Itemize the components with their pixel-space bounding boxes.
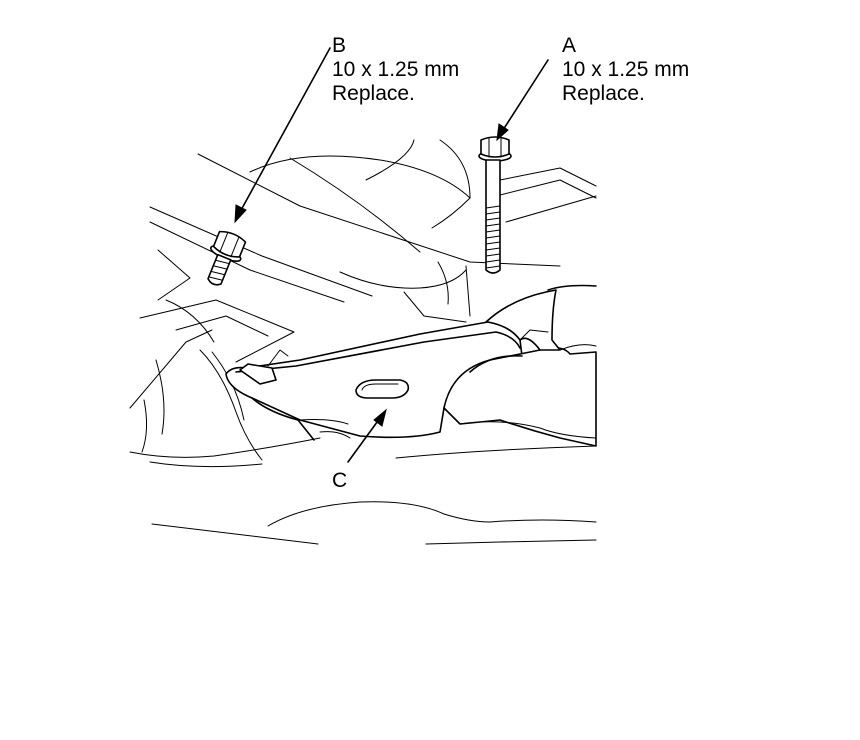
callout-a-note: Replace. [562,82,645,105]
mount-bracket-icon [225,284,597,447]
leader-lines [234,47,549,463]
callout-b-letter: B [332,34,347,57]
callout-c-letter: C [332,469,348,492]
background-structure [129,139,597,545]
callout-b-label: B 10 x 1.25 mm Replace. [332,34,459,106]
callout-a-label: A 10 x 1.25 mm Replace. [562,34,689,106]
flange-bolt-short-icon [207,230,247,286]
callout-a-size: 10 x 1.25 mm [562,58,690,81]
callout-b-note: Replace. [332,82,415,105]
callout-c-label: C [332,469,347,493]
callout-b-size: 10 x 1.25 mm [332,58,460,81]
flange-bolt-long-icon [478,136,512,274]
callout-a-letter: A [562,34,577,57]
